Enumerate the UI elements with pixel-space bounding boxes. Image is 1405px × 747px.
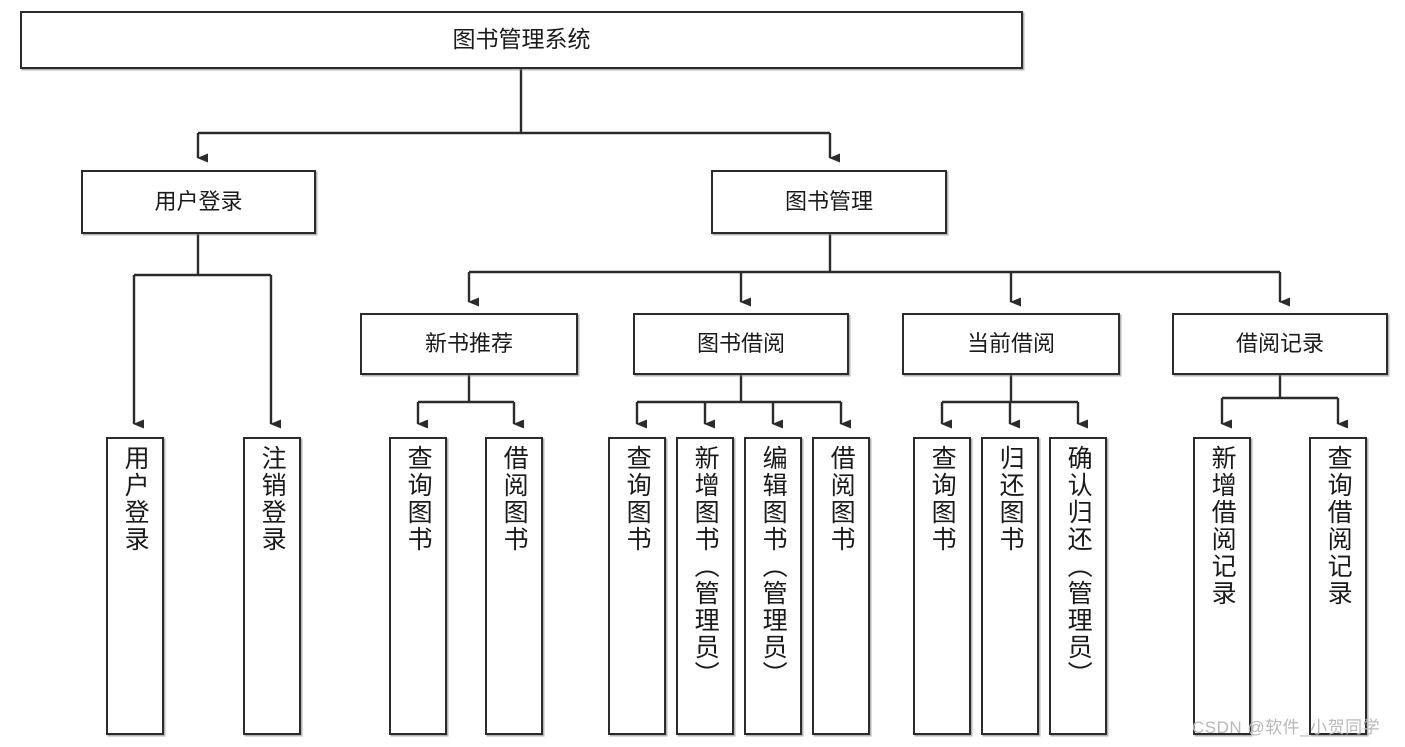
leaf-return-book[interactable]: 归还图书 xyxy=(981,437,1039,735)
node-book-management[interactable]: 图书管理 xyxy=(711,170,947,234)
node-label: 新书推荐 xyxy=(424,331,513,357)
leaf-confirm-return-admin[interactable]: 确认归还（管理员） xyxy=(1049,437,1107,735)
node-label: 查询图书 xyxy=(404,445,433,553)
node-label: 确认归还（管理员） xyxy=(1064,445,1093,688)
node-label: 查询图书 xyxy=(623,445,652,553)
node-book-management-system[interactable]: 图书管理系统 xyxy=(20,11,1023,69)
node-label: 查询图书 xyxy=(928,445,957,553)
leaf-borrow-book[interactable]: 借阅图书 xyxy=(812,437,870,735)
node-label: 图书管理 xyxy=(784,189,873,215)
node-label: 图书借阅 xyxy=(696,331,785,357)
node-user-login[interactable]: 用户登录 xyxy=(81,170,316,234)
leaf-add-book-admin[interactable]: 新增图书（管理员） xyxy=(676,437,734,735)
watermark: CSDN @软件_小贺同学 xyxy=(1192,718,1381,737)
leaf-query-book-borrow[interactable]: 查询图书 xyxy=(608,437,666,735)
node-label: 借阅记录 xyxy=(1235,331,1324,357)
leaf-logout-login[interactable]: 注销登录 xyxy=(243,437,301,735)
node-label: 归还图书 xyxy=(996,445,1025,553)
node-label: 借阅图书 xyxy=(500,445,529,553)
node-borrow-record[interactable]: 借阅记录 xyxy=(1172,313,1388,375)
leaf-borrow-book-recommend[interactable]: 借阅图书 xyxy=(485,437,543,735)
node-book-borrow[interactable]: 图书借阅 xyxy=(633,313,849,375)
leaf-add-borrow-record[interactable]: 新增借阅记录 xyxy=(1193,437,1251,735)
node-label: 图书管理系统 xyxy=(452,26,591,53)
node-current-borrow[interactable]: 当前借阅 xyxy=(902,313,1120,375)
node-label: 新增图书（管理员） xyxy=(691,445,720,688)
leaf-edit-book-admin[interactable]: 编辑图书（管理员） xyxy=(744,437,802,735)
leaf-query-book-recommend[interactable]: 查询图书 xyxy=(389,437,447,735)
node-label: 当前借阅 xyxy=(966,331,1055,357)
node-label: 用户登录 xyxy=(154,189,243,215)
node-label: 编辑图书（管理员） xyxy=(759,445,788,688)
node-label: 借阅图书 xyxy=(827,445,856,553)
node-label: 新增借阅记录 xyxy=(1208,445,1237,607)
leaf-query-book-current[interactable]: 查询图书 xyxy=(913,437,971,735)
node-label: 注销登录 xyxy=(258,445,287,553)
node-label: 查询借阅记录 xyxy=(1324,445,1353,607)
node-new-book-recommend[interactable]: 新书推荐 xyxy=(360,313,578,375)
leaf-query-borrow-record[interactable]: 查询借阅记录 xyxy=(1309,437,1367,735)
node-label: 用户登录 xyxy=(121,445,150,553)
leaf-user-login[interactable]: 用户登录 xyxy=(106,437,164,735)
